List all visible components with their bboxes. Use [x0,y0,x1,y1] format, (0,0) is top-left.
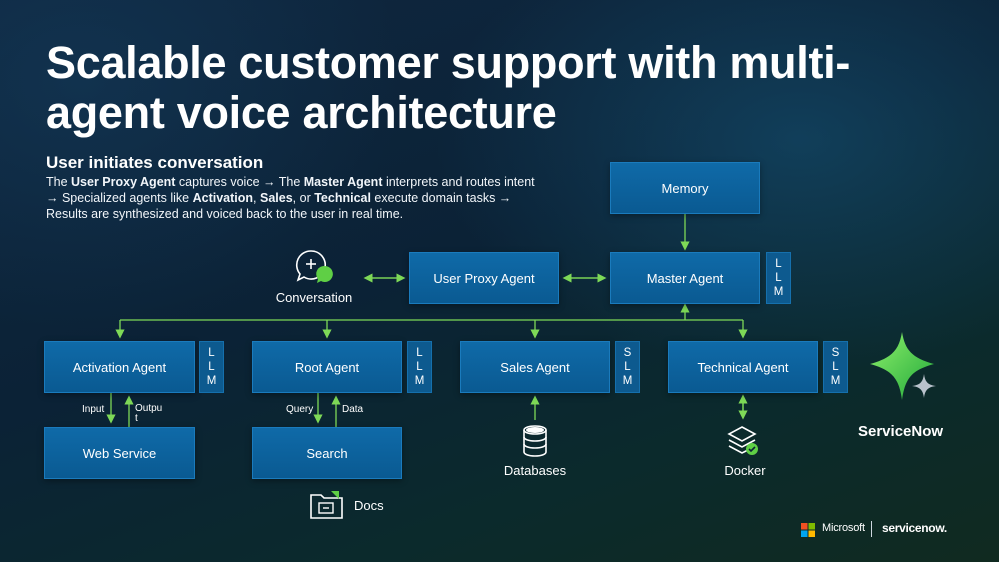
model-letter: S [831,347,840,359]
model-letter: L [416,347,423,359]
description-paragraph: The User Proxy Agent captures voice → Th… [46,174,546,222]
database-icon [523,425,547,457]
model-letter: S [623,347,632,359]
query-label: Query [286,404,314,415]
model-letter: L [775,272,782,284]
technical-model-tag: S L M [823,341,848,393]
description-text: interprets and routes intent → Specializ… [46,175,535,205]
memory-box: Memory [610,162,760,214]
model-letter: M [622,375,633,387]
description-text: , or [292,191,315,205]
description-text: execute domain tasks → Results are synth… [46,191,512,221]
conversation-label: Conversation [275,290,353,305]
microsoft-wordmark: Microsoft [822,522,865,534]
sales-agent-box: Sales Agent [460,341,610,393]
description-emphasis: Sales [260,191,293,205]
docker-label: Docker [724,463,766,478]
footer-divider [871,521,872,537]
input-label: Input [82,404,105,415]
model-letter: M [830,375,841,387]
description-text: The [46,175,72,189]
search-box: Search [252,427,402,479]
description-text: captures voice → The [175,175,304,189]
activation-agent-box: Activation Agent [44,341,195,393]
root-agent-box: Root Agent [252,341,402,393]
docs-label: Docs [354,498,384,513]
technical-agent-box: Technical Agent [668,341,818,393]
layers-icon [727,426,758,455]
master-model-tag: L L M [766,252,791,304]
servicenow-wordmark: servicenow. [882,521,947,535]
model-letter: M [206,375,217,387]
description-emphasis: User Proxy Agent [71,175,176,189]
section-subtitle: User initiates conversation [46,153,264,172]
model-letter: L [416,361,423,373]
conversation-icon [295,250,333,283]
user-proxy-agent-box: User Proxy Agent [409,252,559,304]
databases-label: Databases [503,463,567,478]
model-letter: L [208,347,215,359]
activation-model-tag: L L M [199,341,224,393]
model-letter: M [414,375,425,387]
description-emphasis: Master Agent [303,175,383,189]
root-model-tag: L L M [407,341,432,393]
master-agent-box: Master Agent [610,252,760,304]
description-emphasis: Activation [192,191,254,205]
slide-title: Scalable customer support with multi-age… [46,37,851,138]
model-letter: L [775,258,782,270]
sales-model-tag: S L M [615,341,640,393]
data-label: Data [342,404,364,415]
model-letter: L [624,361,631,373]
model-letter: L [832,361,839,373]
web-service-box: Web Service [44,427,195,479]
output-label: Outpu t [135,403,163,424]
model-letter: L [208,361,215,373]
description-text: , [253,191,260,205]
sparkle-icon [870,332,936,400]
description-emphasis: Technical [314,191,371,205]
folder-icon [310,491,343,519]
model-letter: M [773,286,784,298]
microsoft-logo-icon [801,523,815,537]
servicenow-label: ServiceNow [858,423,944,440]
